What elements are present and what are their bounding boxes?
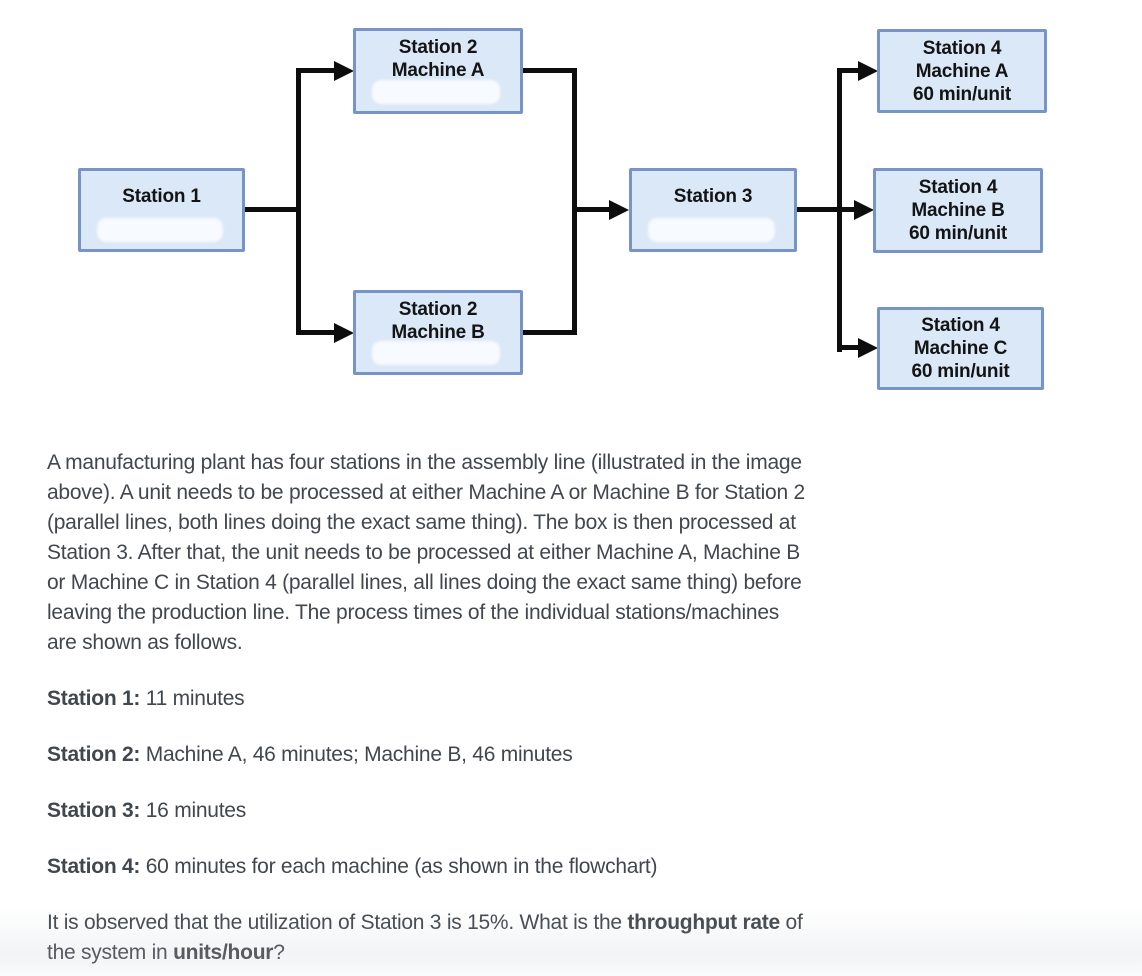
- node-label-line: Machine A: [391, 60, 485, 81]
- node-label-line: Machine A: [915, 60, 1009, 82]
- arrowhead-into-station2b: [334, 323, 354, 343]
- paragraph-line: leaving the production line. The process…: [47, 601, 780, 624]
- question-segment-bold: throughput rate: [627, 911, 780, 934]
- question-segment: of: [779, 911, 803, 934]
- question-text: It is observed that the utilization of S…: [47, 908, 1017, 968]
- node-label-line: Station 2: [398, 37, 478, 58]
- connector-to-station3: [572, 207, 610, 212]
- process-time-station-3: Station 3: 16 minutes: [47, 796, 1017, 826]
- paragraph-line: are shown as follows.: [47, 631, 243, 654]
- question-segment-bold: units/hour: [173, 941, 274, 964]
- connector-station3-out: [797, 207, 842, 212]
- arrowhead-into-station4c: [858, 338, 878, 358]
- node-label-line: 60 min/unit: [912, 83, 1012, 105]
- problem-paragraph: A manufacturing plant has four stations …: [47, 448, 1017, 658]
- connector-split-right-vertical: [837, 68, 842, 352]
- node-label-line: Station 3: [673, 186, 753, 207]
- assembly-line-flowchart: Station 1 Station 2 Machine A Station 2 …: [0, 0, 1142, 435]
- node-station-4-machine-b: Station 4 Machine B 60 min/unit: [873, 168, 1043, 253]
- node-label-line: 60 min/unit: [911, 361, 1010, 382]
- node-station-1: Station 1: [78, 168, 245, 252]
- paragraph-line: Station 3. After that, the unit needs to…: [47, 541, 800, 564]
- paragraph-line: (parallel lines, both lines doing the ex…: [47, 511, 796, 534]
- stat-label: Station 4:: [47, 855, 141, 878]
- connector-to-station4a: [837, 68, 859, 73]
- process-time-station-1: Station 1: 11 minutes: [47, 684, 1017, 714]
- stat-label: Station 3:: [47, 799, 141, 822]
- stat-label: Station 1:: [47, 687, 141, 710]
- stat-label: Station 2:: [47, 743, 141, 766]
- node-label-line: Machine B: [391, 322, 485, 343]
- stat-value: 16 minutes: [140, 799, 246, 822]
- arrowhead-into-station2a: [334, 61, 354, 81]
- connector-station1-out: [245, 207, 301, 212]
- connector-station2b-out: [523, 330, 577, 335]
- node-label-line: Station 4: [918, 177, 998, 198]
- connector-station2a-out: [523, 68, 577, 73]
- question-line: It is observed that the utilization of S…: [47, 908, 1017, 938]
- connector-merge-vertical: [572, 68, 577, 335]
- node-station-2-machine-b: Station 2 Machine B: [353, 290, 523, 375]
- problem-text: A manufacturing plant has four stations …: [47, 448, 1017, 968]
- paragraph-line: above). A unit needs to be processed at …: [47, 481, 805, 504]
- question-segment: the system in: [47, 941, 174, 964]
- arrowhead-into-station3: [609, 200, 629, 220]
- node-label-line: Machine C: [913, 338, 1008, 359]
- node-label-line: Station 4: [921, 315, 1000, 336]
- paragraph-line: or Machine C in Station 4 (parallel line…: [47, 571, 802, 594]
- connector-to-station4c: [837, 345, 859, 350]
- process-time-station-2: Station 2: Machine A, 46 minutes; Machin…: [47, 740, 1017, 770]
- question-segment: ?: [273, 941, 285, 964]
- node-label-line: Station 4: [922, 37, 1002, 59]
- stat-value: Machine A, 46 minutes; Machine B, 46 min…: [140, 743, 573, 766]
- stat-value: 60 minutes for each machine (as shown in…: [140, 855, 658, 878]
- stat-value: 11 minutes: [140, 687, 245, 710]
- node-label-line: Machine B: [911, 200, 1005, 221]
- node-station-2-machine-a: Station 2 Machine A: [353, 28, 523, 114]
- node-station-3: Station 3: [629, 168, 797, 252]
- connector-to-station4b: [842, 207, 855, 212]
- process-time-station-4: Station 4: 60 minutes for each machine (…: [47, 852, 1017, 882]
- connector-to-station2b: [296, 330, 335, 335]
- node-station-4-machine-a: Station 4 Machine A 60 min/unit: [877, 29, 1047, 113]
- arrowhead-into-station4b: [854, 200, 874, 220]
- node-station-4-machine-c: Station 4 Machine C 60 min/unit: [877, 307, 1044, 390]
- question-segment: It is observed that the utilization of S…: [47, 911, 628, 934]
- node-label-line: 60 min/unit: [908, 223, 1008, 244]
- connector-to-station2a: [296, 68, 335, 73]
- node-label-line: Station 1: [122, 186, 201, 207]
- question-line: the system in units/hour?: [47, 938, 1017, 968]
- node-label-line: Station 2: [398, 299, 478, 320]
- connector-split-left-vertical: [296, 68, 301, 335]
- arrowhead-into-station4a: [858, 61, 878, 81]
- paragraph-line: A manufacturing plant has four stations …: [47, 451, 802, 474]
